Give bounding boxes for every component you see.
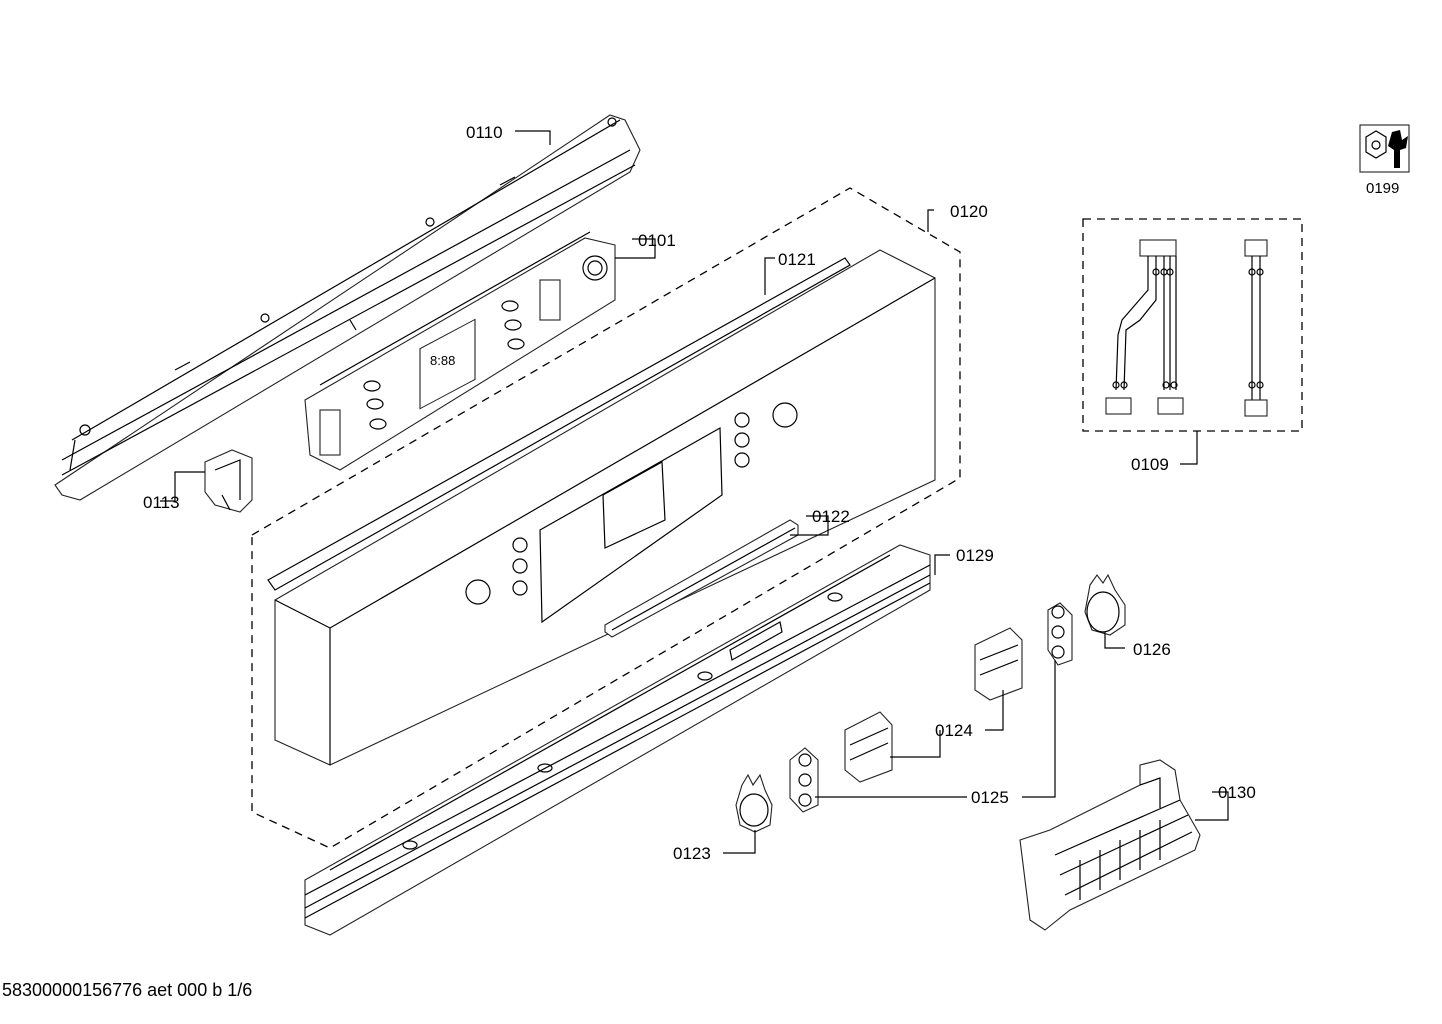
part-0101-control-module: 8:88 (304, 231, 616, 471)
part-0113-clip (204, 449, 253, 513)
label-0126: 0126 (1133, 640, 1171, 659)
part-0110-top-rail (54, 114, 641, 501)
label-0109: 0109 (1131, 455, 1169, 474)
label-0124: 0124 (935, 721, 973, 740)
part-0126-knob (1084, 573, 1126, 636)
group-0120-outline (251, 187, 961, 849)
label-0110: 0110 (466, 123, 503, 142)
label-0121: 0121 (778, 250, 816, 269)
display-digits: 8:88 (430, 353, 455, 368)
label-0130: 0130 (1218, 783, 1256, 802)
label-0123: 0123 (673, 844, 711, 863)
label-0122: 0122 (812, 507, 850, 526)
label-0113: 0113 (143, 493, 180, 512)
part-0129-handle-bar (304, 544, 931, 936)
label-0120: 0120 (950, 202, 988, 221)
leader-lines (160, 130, 1229, 854)
document-id-footer: 58300000156776 aet 000 b 1/6 (2, 980, 253, 1000)
label-0129: 0129 (956, 546, 994, 565)
label-0101: 0101 (638, 231, 676, 250)
label-0125: 0125 (971, 788, 1009, 807)
part-0124-switch-blocks (844, 627, 1023, 783)
label-0199: 0199 (1366, 180, 1399, 197)
part-0123-knob (735, 773, 773, 833)
wrench-nut-icon (1359, 124, 1410, 173)
part-0125-buttons (789, 602, 1073, 813)
part-0130-bracket (1019, 759, 1201, 931)
part-0109-wiring-group (1082, 218, 1303, 432)
part-0121-front-panel (267, 249, 936, 766)
